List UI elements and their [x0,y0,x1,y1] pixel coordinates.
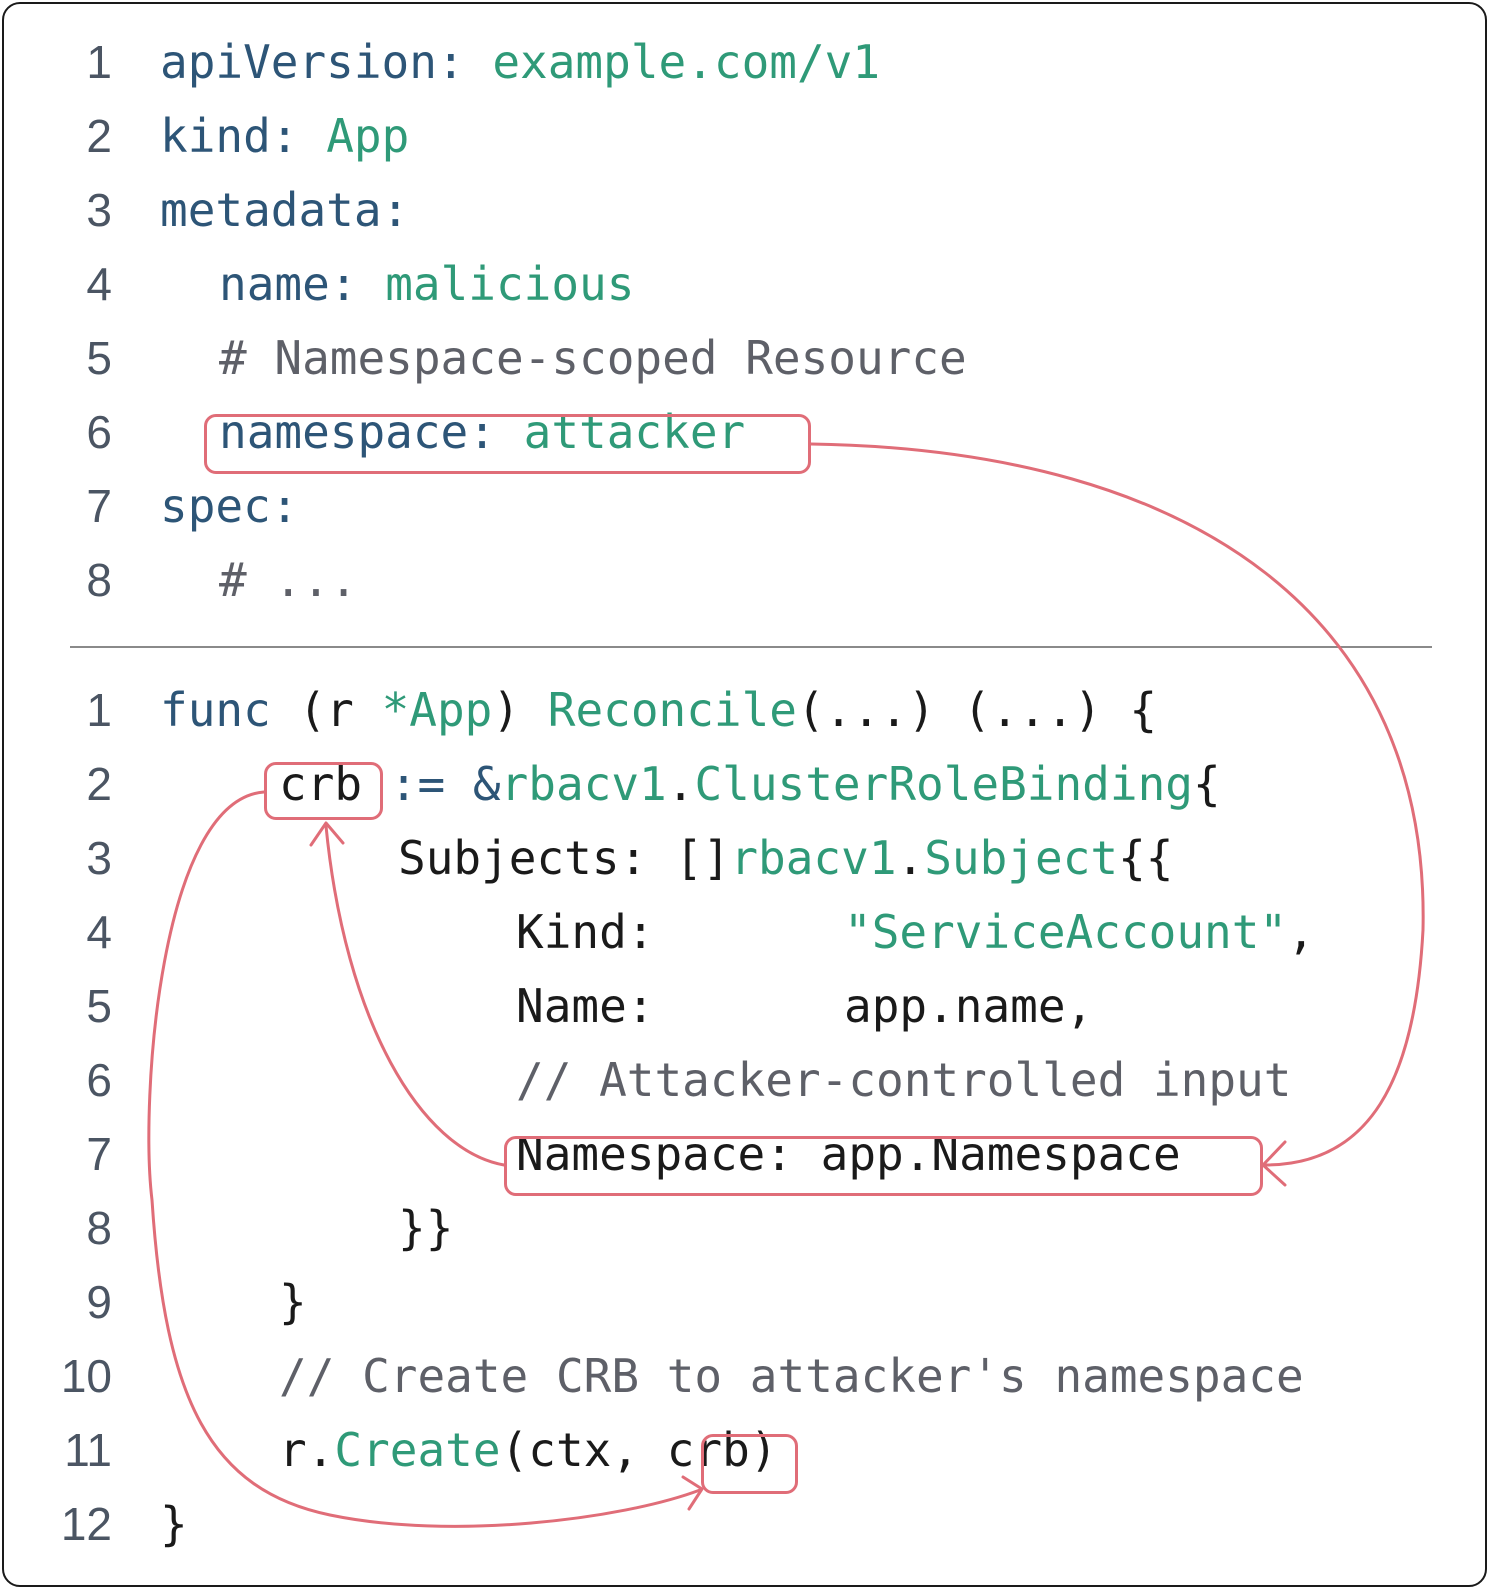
arrow-namespace-to-crb [324,824,506,1167]
line-number: 6 [86,406,112,458]
go-line-9: } [279,1275,307,1329]
go-line-5-value: app.name, [844,979,1094,1033]
go-line-11: r.Create(ctx, crb) [279,1424,778,1476]
go-punct: ) [492,683,548,737]
go-args: (ctx, [500,1423,667,1477]
line-number: 2 [86,758,112,810]
yaml-key: spec: [160,479,299,533]
go-var-crb: crb [279,757,363,811]
highlight-go-namespace [504,1136,1263,1196]
go-type: *App [381,683,493,737]
go-comment: // Attacker-controlled input [516,1053,1292,1107]
go-comment: // Create CRB to attacker's namespace [279,1349,1304,1403]
yaml-key: name: [219,257,358,311]
arrowhead [1261,1140,1287,1187]
yaml-key: kind: [160,109,299,163]
go-line-2: crb := &rbacv1.ClusterRoleBinding{ [279,758,1221,810]
line-number: 8 [86,1202,112,1254]
go-line-8: }} [398,1201,454,1255]
go-keyword: func [160,683,271,737]
line-number: 3 [86,184,112,236]
line-number: 7 [86,1128,112,1180]
section-divider [70,646,1432,648]
go-func-name: Reconcile [547,683,797,737]
line-number: 4 [86,906,112,958]
go-punct: (...) (...) { [797,683,1158,737]
line-number: 12 [60,1498,112,1550]
go-type: Subject [924,831,1119,885]
yaml-value: example.com/v1 [492,35,881,89]
go-field: Name: [516,979,655,1033]
yaml-value: App [326,109,410,163]
yaml-value: malicious [385,257,635,311]
go-string: "ServiceAccount" [844,905,1288,959]
highlight-crb-usage [701,1434,798,1494]
go-var-crb: crb [666,1423,750,1477]
go-line-4: Kind: [516,906,654,958]
go-punct: . [666,757,695,811]
line-number: 9 [86,1276,112,1328]
go-field: Kind: [516,905,655,959]
line-number: 2 [86,110,112,162]
go-line-4-value: "ServiceAccount", [844,906,1315,958]
go-line-1: func (r *App) Reconcile(...) (...) { [160,684,1157,736]
go-punct: , [1287,905,1315,959]
line-number: 5 [86,980,112,1032]
line-number: 7 [86,480,112,532]
go-punct: ) [749,1423,778,1477]
arrow-yaml-to-namespace [809,442,1425,1167]
go-punct: {{ [1118,831,1174,885]
line-number: 8 [86,554,112,606]
line-number: 3 [86,832,112,884]
yaml-line-3: metadata: [160,184,409,236]
yaml-key: apiVersion: [160,35,465,89]
yaml-key: metadata: [160,183,410,237]
go-line-12: } [160,1497,188,1551]
yaml-comment: # Namespace-scoped Resource [219,331,967,385]
yaml-line-2: kind: App [160,110,409,162]
arrow-crb-to-create [147,790,702,1528]
go-receiver: r. [279,1423,335,1477]
go-field: Subjects: [] [398,831,731,885]
go-func-name: Create [334,1423,501,1477]
line-number: 5 [86,332,112,384]
go-operator: := & [362,757,501,811]
go-receiver: (r [298,683,382,737]
go-line-3: Subjects: []rbacv1.Subject{{ [398,832,1173,884]
go-line-5: Name: [516,980,654,1032]
go-type: ClusterRoleBinding [694,757,1193,811]
yaml-line-4: name: malicious [219,258,634,310]
line-number: 11 [64,1424,112,1476]
go-package: rbacv1 [500,757,667,811]
line-number: 10 [60,1350,112,1402]
yaml-line-1: apiVersion: example.com/v1 [160,36,880,88]
line-number: 1 [86,684,112,736]
yaml-line-7: spec: [160,480,298,532]
arrowhead [681,1475,704,1511]
yaml-comment: # ... [219,553,358,607]
highlight-crb-declaration [264,762,383,820]
line-number: 1 [86,36,112,88]
line-number: 4 [86,258,112,310]
go-package: rbacv1 [730,831,897,885]
go-punct: . [896,831,925,885]
arrowhead [309,821,345,847]
go-punct: { [1192,757,1221,811]
line-number: 6 [86,1054,112,1106]
